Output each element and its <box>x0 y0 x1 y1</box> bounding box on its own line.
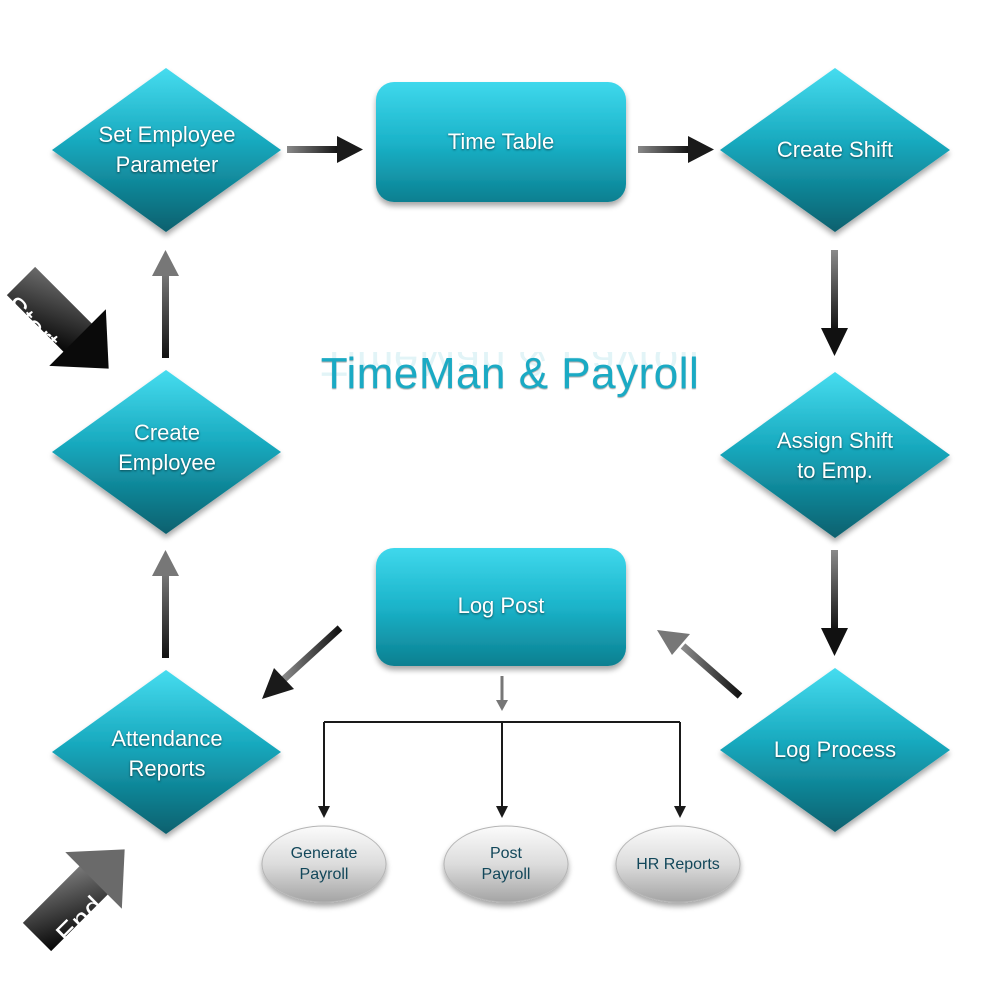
diagram-title: TimeMan & Payroll <box>320 349 700 398</box>
log-post-label: Log Post <box>457 593 545 618</box>
post-payroll-label: Post Payroll <box>481 845 531 883</box>
create-shift-diamond <box>720 68 950 232</box>
arrow-timetable-to-shift <box>638 136 714 163</box>
time-table-label: Time Table <box>447 129 555 154</box>
arrowhead-post-payroll <box>496 806 508 818</box>
arrowhead-generate-payroll <box>318 806 330 818</box>
assign-shift-diamond <box>720 372 950 538</box>
arrow-assign-to-logprocess <box>821 550 848 656</box>
create-employee-label: Create Employee <box>118 420 216 475</box>
arrow-createemp-to-param <box>152 250 179 358</box>
log-post-box <box>376 548 626 666</box>
assign-shift-label: Assign Shift to Emp. <box>776 428 894 483</box>
arrowhead-down-small <box>496 700 508 711</box>
arrowhead-hr-reports <box>674 806 686 818</box>
arrow-logpost-to-attendance <box>262 625 343 699</box>
set-employee-parameter-label: Set Employee Parameter <box>98 122 236 177</box>
arrow-shift-to-assign <box>821 250 848 356</box>
hr-reports-oval <box>615 825 741 903</box>
arrow-logprocess-to-logpost <box>657 630 743 699</box>
generate-payroll-oval <box>261 825 387 903</box>
arrow-attendance-to-createemp <box>152 550 179 658</box>
end-arrow <box>22 849 125 952</box>
set-employee-parameter-diamond <box>52 68 281 232</box>
create-shift-label: Create Shift <box>776 137 894 162</box>
log-process-diamond <box>720 668 950 832</box>
attendance-reports-diamond <box>52 670 281 834</box>
log-process-label: Log Process <box>773 737 897 762</box>
time-table-box <box>376 82 626 202</box>
attendance-reports-label: Attendance Reports <box>111 726 223 781</box>
diagram-title-reflection: TimeMan & Payroll <box>320 352 700 385</box>
create-employee-diamond <box>52 370 281 534</box>
generate-payroll-label: Generate Payroll <box>290 845 358 883</box>
start-arrow <box>6 266 109 369</box>
hr-reports-label: HR Reports <box>636 855 720 873</box>
post-payroll-oval <box>443 825 569 903</box>
arrow-param-to-timetable <box>287 136 363 163</box>
logpost-distribution-connector <box>323 676 681 808</box>
